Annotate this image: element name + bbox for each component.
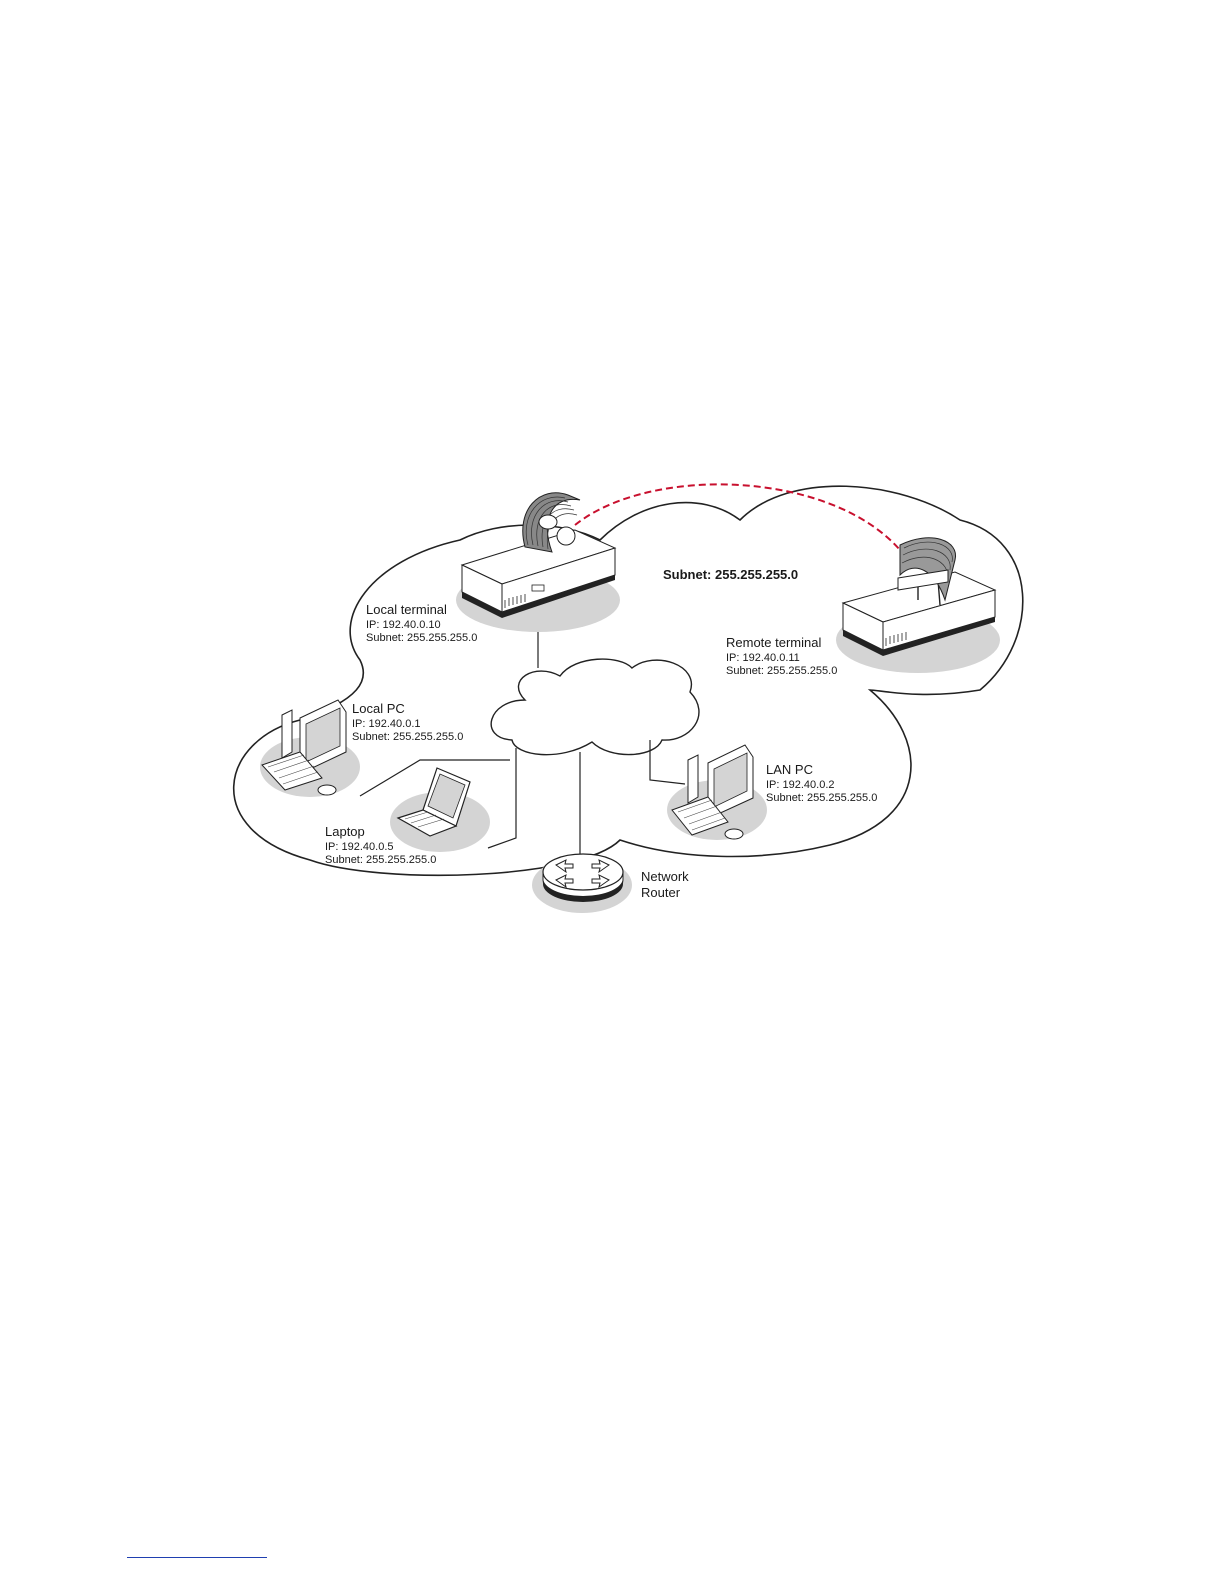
- local-terminal-name: Local terminal: [366, 602, 447, 617]
- local-pc-name: Local PC: [352, 701, 405, 716]
- local-pc-subnet: Subnet: 255.255.255.0: [352, 731, 463, 743]
- footer-rule: [127, 1557, 267, 1558]
- lan-pc-subnet: Subnet: 255.255.255.0: [766, 792, 877, 804]
- local-terminal-ip: IP: 192.40.0.10: [366, 619, 441, 631]
- remote-terminal-subnet: Subnet: 255.255.255.0: [726, 665, 837, 677]
- remote-terminal-name: Remote terminal: [726, 635, 821, 650]
- local-pc-ip: IP: 192.40.0.1: [352, 718, 421, 730]
- lan-pc-name: LAN PC: [766, 762, 813, 777]
- laptop-ip: IP: 192.40.0.5: [325, 841, 394, 853]
- lan-pc-ip: IP: 192.40.0.2: [766, 779, 835, 791]
- laptop-name: Laptop: [325, 824, 365, 839]
- router-label-line2: Router: [641, 885, 681, 900]
- local-terminal-subnet: Subnet: 255.255.255.0: [366, 632, 477, 644]
- remote-terminal-ip: IP: 192.40.0.11: [726, 652, 800, 664]
- subnet-label: Subnet: 255.255.255.0: [663, 567, 798, 582]
- local-terminal-device: [456, 493, 620, 632]
- router-label-line1: Network: [641, 869, 689, 884]
- local-pc-device: [260, 700, 360, 797]
- laptop-subnet: Subnet: 255.255.255.0: [325, 854, 436, 866]
